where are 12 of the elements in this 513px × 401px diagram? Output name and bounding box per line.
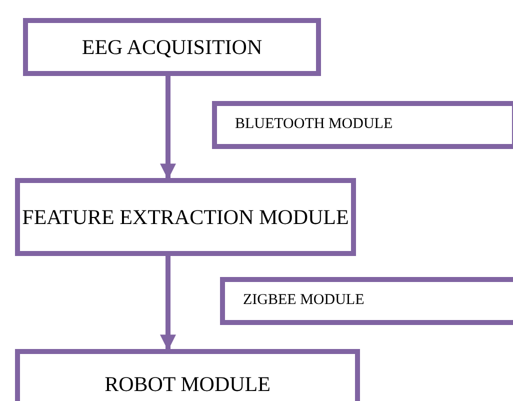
module-box (212, 101, 513, 149)
module-box (220, 277, 513, 325)
box-label: EEG ACQUISITION (82, 34, 262, 60)
process-box (15, 178, 356, 256)
box-label: FEATURE EXTRACTION MODULE (22, 204, 349, 230)
process-box (23, 18, 321, 76)
process-box (15, 349, 360, 401)
box-label: ROBOT MODULE (104, 372, 270, 396)
box-label: ZIGBEE MODULE (243, 292, 364, 310)
arrow (160, 256, 176, 351)
box-label: BLUETOOTH MODULE (235, 116, 393, 134)
arrow (160, 76, 176, 180)
